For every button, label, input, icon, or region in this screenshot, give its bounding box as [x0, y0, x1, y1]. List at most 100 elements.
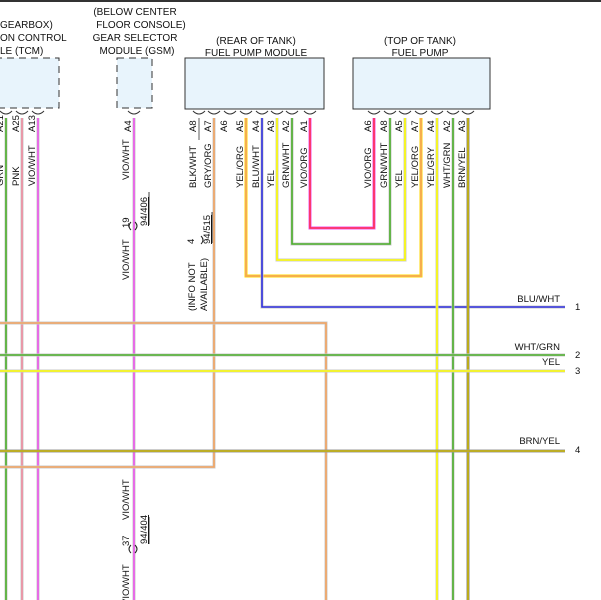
gsm-pin-a4: A4 — [123, 110, 141, 132]
fuel-pump-title: (TOP OF TANK) FUEL PUMP — [384, 36, 456, 59]
pin-label: A2 — [281, 120, 292, 132]
terminal-icon — [127, 110, 141, 115]
wire-yel-outline — [275, 118, 407, 262]
gsm-box — [116, 57, 153, 109]
fuel-pump-box — [352, 57, 491, 110]
pin-label: A3 — [457, 120, 468, 132]
terminal-icon — [383, 110, 397, 115]
terminal-icon — [192, 110, 206, 115]
terminal-icon — [367, 110, 381, 115]
pin-label: A2 — [442, 120, 453, 132]
svg-text:VIO/WHT: VIO/WHT — [121, 479, 132, 520]
wire-orange-loop-outline — [0, 321, 328, 600]
fuel-pump-module-title: (REAR OF TANK) FUEL PUMP MODULE — [205, 36, 308, 59]
svg-text:FUEL PUMP MODULE: FUEL PUMP MODULE — [205, 48, 308, 59]
tcm-title: GEARBOX) ON CONTROL LE (TCM) — [0, 20, 67, 57]
wire-color-label: VIO/WHT — [27, 145, 38, 186]
svg-text:GEAR SELECTOR: GEAR SELECTOR — [93, 33, 178, 44]
svg-text:ON CONTROL: ON CONTROL — [0, 33, 67, 44]
wire-color-label: VIO/ORG — [363, 147, 374, 188]
svg-text:(INFO NOT: (INFO NOT — [187, 262, 198, 311]
svg-text:1: 1 — [575, 302, 580, 313]
offpage-2: WHT/GRN 2 — [515, 342, 581, 361]
pin-label: A5 — [394, 120, 405, 132]
wire-vio-org — [309, 118, 375, 229]
wire-color-label: GRN/WHT — [379, 142, 390, 188]
fpm-pin-a6: A6 — [219, 110, 237, 132]
pin-label: A21 — [0, 115, 6, 132]
pin-label: A7 — [410, 120, 421, 132]
wire-gry-org — [0, 118, 215, 468]
pin-label: A4 — [123, 120, 134, 132]
svg-text:VIO/WHT: VIO/WHT — [121, 564, 132, 600]
tcm-box — [0, 57, 60, 109]
pin-label: A8 — [188, 120, 199, 132]
gsm-title: (BELOW CENTER FLOOR CONSOLE) GEAR SELECT… — [93, 7, 186, 57]
svg-text:(REAR OF TANK): (REAR OF TANK) — [216, 36, 296, 47]
svg-text:GEARBOX): GEARBOX) — [0, 20, 53, 31]
pin-label: A3 — [266, 120, 277, 132]
svg-text:19: 19 — [121, 217, 132, 228]
wire-yel-org — [245, 118, 422, 277]
offpage-3: YEL 3 — [542, 357, 580, 377]
pin-label: A4 — [251, 120, 262, 132]
terminal-icon — [255, 110, 269, 115]
wire-color-label: BRN/YEL — [457, 147, 468, 188]
pin-label: A5 — [235, 120, 246, 132]
terminal-icon — [414, 110, 428, 115]
inline-connector-37: 37 94/404 VIO/WHT VIO/WHT — [121, 479, 150, 600]
svg-text:94/515: 94/515 — [202, 215, 213, 244]
svg-text:MODULE (GSM): MODULE (GSM) — [100, 46, 175, 57]
pin-label: A6 — [363, 120, 374, 132]
wire-color-label: YEL/ORG — [410, 146, 421, 188]
svg-text:4: 4 — [575, 445, 580, 456]
terminal-icon — [430, 110, 444, 115]
wire-color-label: GRY/ORG — [203, 143, 214, 188]
offpage-1: BLU/WHT 1 — [517, 294, 580, 313]
fuel-pump-module-box — [184, 57, 325, 110]
wire-color-label: GRN — [0, 165, 6, 186]
terminal-icon — [223, 110, 237, 115]
svg-text:LE (TCM): LE (TCM) — [0, 46, 43, 57]
svg-text:VIO/WHT: VIO/WHT — [121, 139, 132, 180]
wire-yel — [276, 118, 406, 261]
wires — [0, 118, 565, 600]
terminal-icon — [31, 110, 45, 115]
wire-color-label: PNK — [11, 166, 22, 186]
svg-text:(BELOW CENTER: (BELOW CENTER — [93, 7, 176, 18]
wire-blu-wht — [261, 118, 565, 308]
terminal-icon — [207, 110, 221, 115]
pin-label: A4 — [426, 120, 437, 132]
terminal-icon — [398, 110, 412, 115]
wire-orange-loop — [0, 322, 327, 600]
terminal-icon — [285, 110, 299, 115]
pin-label: A13 — [27, 115, 38, 132]
svg-text:(TOP OF TANK): (TOP OF TANK) — [384, 36, 456, 47]
wire-color-label: YEL — [266, 170, 277, 188]
pin-label: A6 — [219, 120, 230, 132]
wire-yel-org-outline — [244, 118, 423, 278]
svg-text:AVAILABLE): AVAILABLE) — [199, 258, 210, 311]
pin-label: A1 — [299, 120, 310, 132]
wire-color-label: WHT/GRN — [442, 142, 453, 188]
svg-text:FLOOR CONSOLE): FLOOR CONSOLE) — [96, 20, 185, 31]
terminal-icon — [0, 110, 13, 115]
svg-text:94/404: 94/404 — [139, 515, 150, 544]
terminal-icon — [303, 110, 317, 115]
wire-color-label: BLU/WHT — [251, 145, 262, 188]
svg-text:VIO/WHT: VIO/WHT — [121, 239, 132, 280]
pin-label: A7 — [203, 120, 214, 132]
